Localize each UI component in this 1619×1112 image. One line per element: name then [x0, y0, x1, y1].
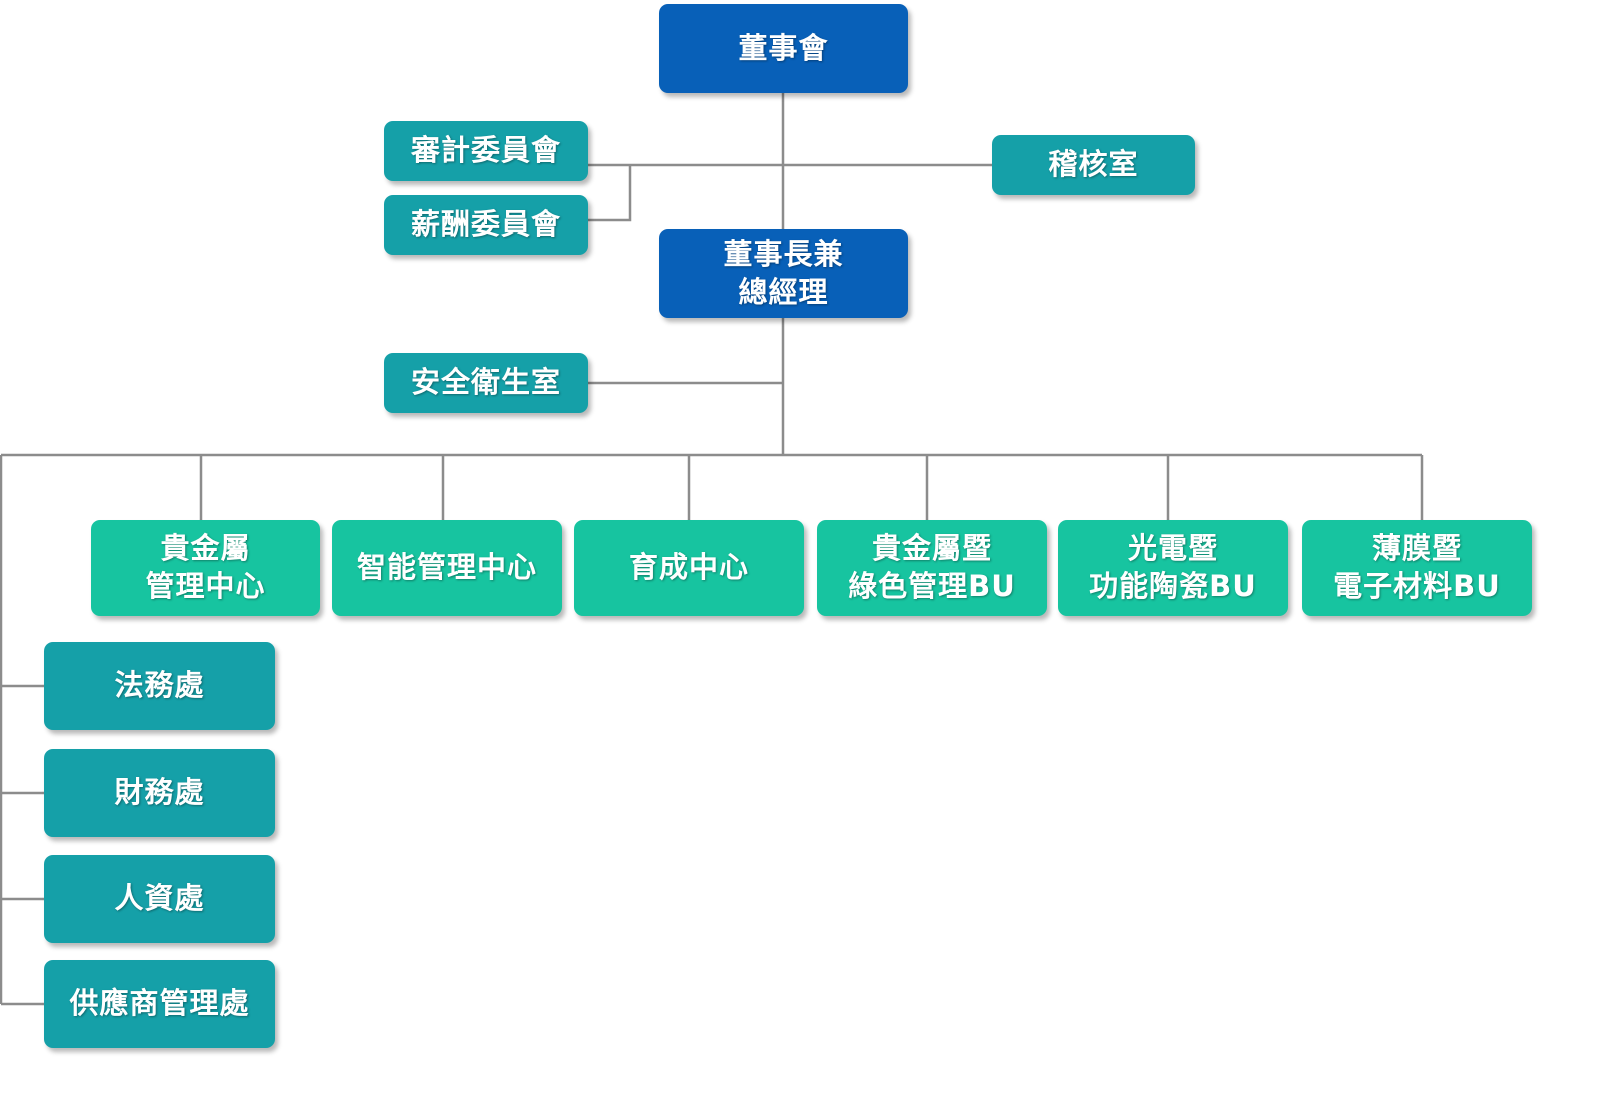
board-box: 董事會	[659, 4, 908, 93]
department-box: 法務處	[44, 642, 275, 730]
department-label: 法務處	[114, 668, 205, 703]
chairman-ceo-line2: 總經理	[738, 274, 829, 309]
unit-box: 貴金屬 管理中心	[91, 520, 320, 616]
unit-box: 育成中心	[574, 520, 804, 616]
unit-line1: 薄膜暨	[1371, 531, 1462, 566]
department-label: 財務處	[114, 775, 205, 810]
unit-line1: 貴金屬	[160, 531, 251, 566]
department-label: 人資處	[114, 881, 205, 916]
unit-box: 智能管理中心	[332, 520, 562, 616]
unit-line2: 功能陶瓷BU	[1089, 569, 1257, 603]
department-box: 財務處	[44, 749, 275, 837]
department-label: 供應商管理處	[69, 986, 250, 1021]
department-box: 供應商管理處	[44, 960, 275, 1048]
unit-line1: 貴金屬暨	[871, 531, 992, 566]
unit-line2: 綠色管理BU	[848, 569, 1016, 603]
chairman-ceo-line1: 董事長兼	[723, 236, 844, 271]
audit-office-label: 稽核室	[1048, 147, 1139, 182]
unit-line1: 光電暨	[1127, 531, 1218, 566]
audit-committee-label: 審計委員會	[410, 133, 561, 168]
unit-line2: 電子材料BU	[1333, 569, 1501, 603]
safety-office-label: 安全衛生室	[410, 365, 561, 400]
unit-box: 貴金屬暨 綠色管理BU	[817, 520, 1047, 616]
audit-office-box: 稽核室	[992, 135, 1195, 195]
unit-box: 光電暨 功能陶瓷BU	[1058, 520, 1288, 616]
compensation-bracket	[587, 165, 632, 222]
department-box: 人資處	[44, 855, 275, 943]
chairman-ceo-box: 董事長兼 總經理	[659, 229, 908, 318]
compensation-committee-box: 薪酬委員會	[384, 195, 588, 255]
unit-line1: 育成中心	[628, 550, 749, 585]
unit-line1: 智能管理中心	[356, 550, 537, 585]
audit-committee-box: 審計委員會	[384, 121, 588, 181]
board-label: 董事會	[738, 30, 829, 65]
unit-box: 薄膜暨 電子材料BU	[1302, 520, 1532, 616]
safety-office-box: 安全衛生室	[384, 353, 588, 413]
unit-line2: 管理中心	[145, 569, 266, 603]
compensation-committee-label: 薪酬委員會	[410, 207, 561, 242]
